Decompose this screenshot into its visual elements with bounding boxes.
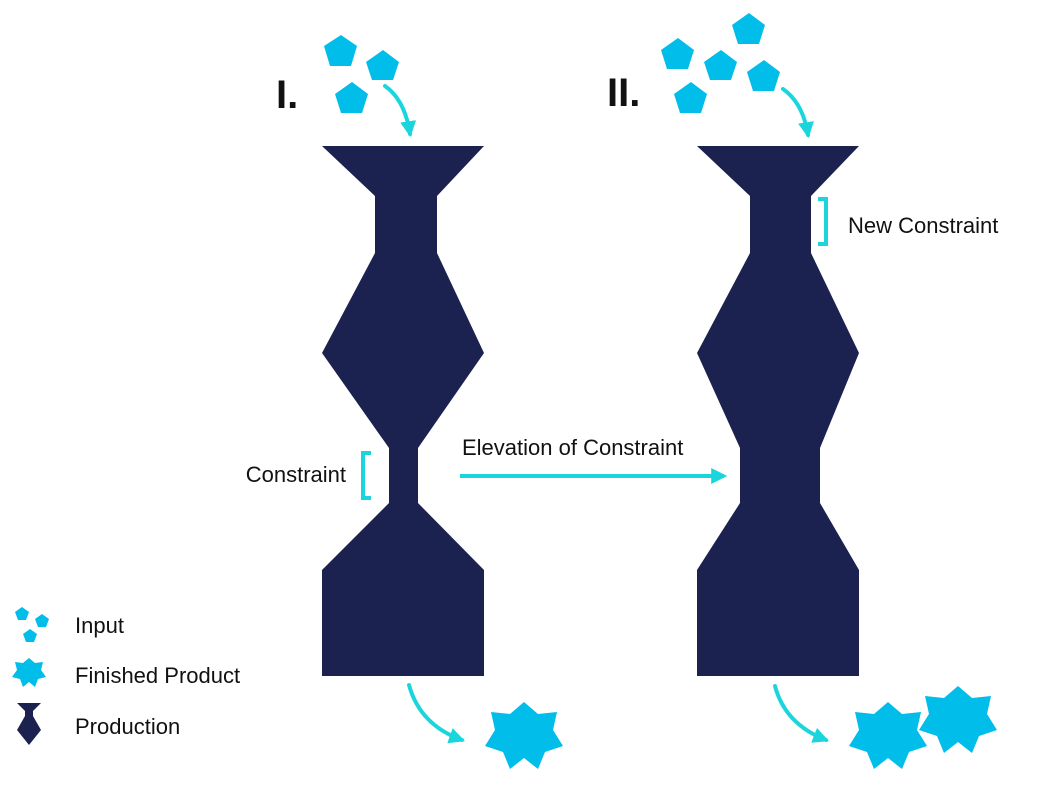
legend-production: Production bbox=[17, 703, 180, 745]
legend-production-label: Production bbox=[75, 714, 180, 739]
input-pentagon bbox=[366, 50, 399, 80]
production-shape-icon bbox=[17, 703, 41, 745]
production-shape-two bbox=[697, 146, 859, 676]
input-arrow-two bbox=[781, 87, 814, 139]
legend-input-label: Input bbox=[75, 613, 124, 638]
input-pentagons-two bbox=[661, 13, 780, 113]
input-pentagon bbox=[324, 35, 357, 66]
star-icon bbox=[12, 658, 46, 687]
input-pentagon bbox=[747, 60, 780, 91]
panel-two-label: II. bbox=[607, 71, 640, 115]
legend-input: Input bbox=[15, 607, 124, 642]
constraint-bracket bbox=[361, 451, 371, 500]
finished-product-star bbox=[849, 702, 927, 769]
input-pentagon bbox=[732, 13, 765, 44]
output-arrow-one bbox=[407, 683, 466, 744]
legend-finished-product: Finished Product bbox=[12, 658, 240, 688]
panel-two: II. New Constraint bbox=[607, 13, 998, 769]
panel-one: I. Constraint bbox=[246, 35, 563, 769]
production-shape-one bbox=[322, 146, 484, 676]
constraint-label: Constraint bbox=[246, 462, 346, 487]
elevation-transition: Elevation of Constraint bbox=[460, 435, 728, 484]
pentagons-icon bbox=[15, 607, 49, 642]
input-pentagon bbox=[335, 82, 368, 113]
legend-finished-product-label: Finished Product bbox=[75, 663, 240, 688]
output-arrow-two bbox=[773, 684, 829, 743]
input-pentagon bbox=[674, 82, 707, 113]
new-constraint-bracket bbox=[818, 197, 828, 246]
finished-product-star bbox=[919, 686, 997, 753]
finished-product-star bbox=[485, 702, 563, 769]
elevation-label: Elevation of Constraint bbox=[462, 435, 683, 460]
input-pentagons-one bbox=[324, 35, 399, 113]
legend: Input Finished Product Production bbox=[12, 607, 240, 745]
input-pentagon bbox=[704, 50, 737, 80]
input-arrow-one bbox=[383, 84, 417, 138]
input-pentagon bbox=[661, 38, 694, 69]
new-constraint-label: New Constraint bbox=[848, 213, 998, 238]
panel-one-label: I. bbox=[276, 73, 298, 117]
